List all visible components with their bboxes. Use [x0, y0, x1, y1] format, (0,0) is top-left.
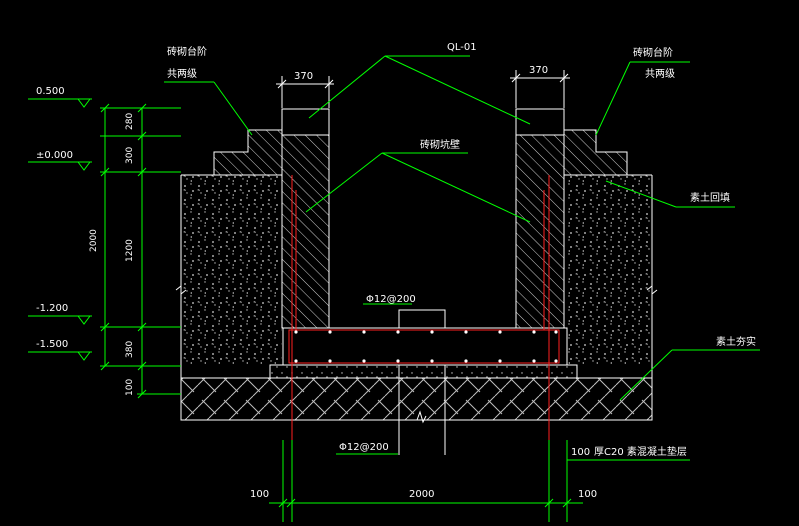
dim-wall-right: 370	[529, 65, 548, 76]
dim-bottom-2000: 2000	[409, 489, 434, 500]
label-cushion-num: 100	[571, 447, 590, 458]
label-steps-left-2: 共两级	[167, 68, 197, 80]
dim-300: 300	[125, 147, 135, 164]
rebar-dot	[396, 359, 400, 363]
rebar-dot	[532, 330, 536, 334]
rebar-dot	[554, 330, 558, 334]
elevation-n1500: -1.500	[36, 339, 68, 350]
right-ring-beam	[515, 108, 565, 136]
rebar-dot	[396, 330, 400, 334]
top-wall-dims	[276, 70, 570, 108]
rebar-dot	[328, 359, 332, 363]
dim-2000: 2000	[89, 229, 99, 252]
concrete-cushion	[269, 364, 578, 379]
rebar-dots	[294, 330, 558, 363]
dim-bottom-100-right: 100	[578, 489, 597, 500]
elevation-0500: 0.500	[36, 86, 65, 97]
dim-100-vertical: 100	[125, 379, 135, 396]
rebar-dot	[464, 330, 468, 334]
rebar-dot	[464, 359, 468, 363]
label-pit-wall: 砖砌坑壁	[420, 138, 460, 151]
left-backfill	[181, 175, 282, 365]
label-compacted: 素土夯实	[716, 335, 756, 348]
elevation-n1200: -1.200	[36, 303, 68, 314]
rebar-dot	[498, 359, 502, 363]
rebar-cage	[288, 329, 560, 364]
left-dimension-chain	[100, 103, 181, 399]
label-steps-right-2: 共两级	[645, 68, 675, 80]
label-rebar-bottom: Φ12@200	[339, 442, 389, 453]
label-steps-right-1: 砖砌台阶	[633, 46, 673, 59]
dim-wall-left: 370	[294, 71, 313, 82]
bottom-dimension-chain	[269, 440, 583, 522]
label-backfill: 素土回填	[690, 191, 730, 204]
elevation-0000: ±0.000	[36, 150, 73, 161]
left-brick-wall	[281, 134, 330, 329]
label-cushion-text: 厚C20 素混凝土垫层	[594, 445, 687, 458]
rebar-dot	[430, 330, 434, 334]
label-rebar-top: Φ12@200	[366, 294, 416, 305]
elevation-markers	[28, 98, 92, 361]
central-sump	[398, 309, 446, 329]
label-ql: QL-01	[447, 42, 477, 53]
left-ring-beam	[281, 108, 330, 136]
compacted-earth	[180, 377, 653, 421]
dim-1200: 1200	[125, 239, 135, 262]
rebar-dot	[362, 330, 366, 334]
base-slab	[282, 327, 568, 366]
rebar-dot	[294, 330, 298, 334]
left-brick-steps	[213, 129, 283, 176]
rebar-dot	[554, 359, 558, 363]
rebar-dot	[498, 330, 502, 334]
dim-bottom-100-left: 100	[250, 489, 269, 500]
leader-lines	[164, 55, 760, 461]
rebar-dot	[430, 359, 434, 363]
dim-380: 380	[125, 341, 135, 358]
right-brick-steps	[563, 129, 628, 176]
right-brick-wall	[515, 134, 565, 329]
dim-280: 280	[125, 113, 135, 130]
rebar-dot	[294, 359, 298, 363]
rebar-dot	[532, 359, 536, 363]
label-steps-left-1: 砖砌台阶	[167, 45, 207, 58]
rebar-dot	[328, 330, 332, 334]
right-backfill	[566, 175, 652, 365]
rebar-dot	[362, 359, 366, 363]
